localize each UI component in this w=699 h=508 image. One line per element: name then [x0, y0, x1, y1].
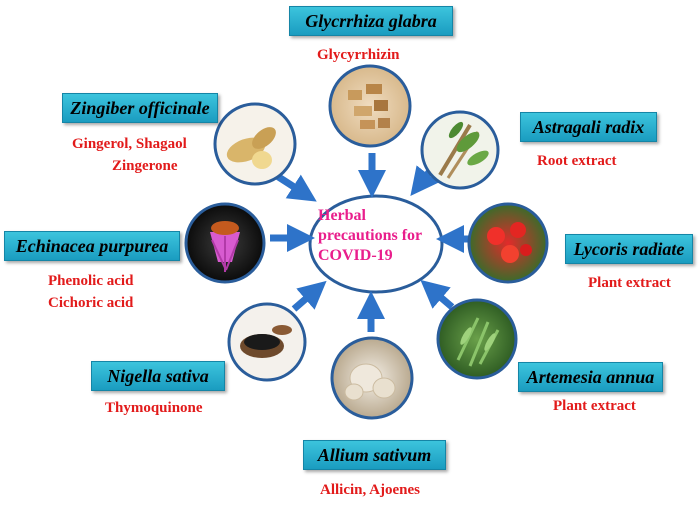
- compound-glycrrhiza: Glycyrrhizin: [317, 44, 400, 66]
- astragalus-plant-image: [420, 110, 500, 190]
- compound-allium: Allicin, Ajoenes: [320, 479, 420, 501]
- compound-zingiber: Gingerol, Shagaol Zingerone: [72, 133, 187, 177]
- compound-echinacea: Phenolic acid Cichoric acid: [48, 270, 133, 314]
- arrow-bottom-left: [291, 280, 327, 312]
- plant-label-glycrrhiza: Glycrrhiza glabra: [289, 6, 453, 36]
- compound-astragali: Root extract: [537, 150, 617, 172]
- compound-line: Glycyrrhizin: [317, 47, 400, 63]
- center-title-line: precautions for: [318, 227, 423, 244]
- plant-label-astragali: Astragali radix: [520, 112, 657, 142]
- compound-line: Plant extract: [588, 275, 671, 291]
- echinacea-flower-image: [184, 202, 266, 284]
- artemisia-leaves-image: [436, 298, 518, 380]
- arrow-top-left: [275, 173, 317, 202]
- red-spider-lily-image: [467, 202, 549, 284]
- plant-label-artemesia: Artemesia annua: [518, 362, 663, 392]
- plant-label-lycoris: Lycoris radiate: [565, 234, 693, 264]
- arrow-bottom-right: [420, 279, 455, 310]
- compound-line: Thymoquinone: [105, 400, 203, 416]
- compound-line: Plant extract: [553, 398, 636, 414]
- center-title: Herbal precautions for COVID-19: [318, 206, 440, 266]
- plant-label-allium: Allium sativum: [303, 440, 446, 470]
- compound-line: Allicin, Ajoenes: [320, 482, 420, 498]
- black-seed-image: [227, 302, 307, 382]
- compound-line: Zingerone: [112, 158, 178, 174]
- compound-line: Gingerol, Shagaol: [72, 136, 187, 152]
- plant-label-echinacea: Echinacea purpurea: [4, 231, 180, 261]
- compound-lycoris: Plant extract: [588, 272, 671, 294]
- garlic-bulb-image: [330, 336, 414, 420]
- ginger-root-image: [213, 102, 297, 186]
- center-title-line: COVID-19: [318, 247, 393, 264]
- compound-line: Root extract: [537, 153, 617, 169]
- licorice-root-image: [328, 64, 412, 148]
- plant-label-zingiber: Zingiber officinale: [62, 93, 218, 123]
- plant-label-nigella: Nigella sativa: [91, 361, 225, 391]
- compound-nigella: Thymoquinone: [105, 397, 203, 419]
- compound-line: Cichoric acid: [48, 295, 134, 311]
- compound-line: Phenolic acid: [48, 273, 134, 289]
- center-title-line: Herbal: [318, 207, 366, 224]
- compound-artemesia: Plant extract: [553, 395, 636, 417]
